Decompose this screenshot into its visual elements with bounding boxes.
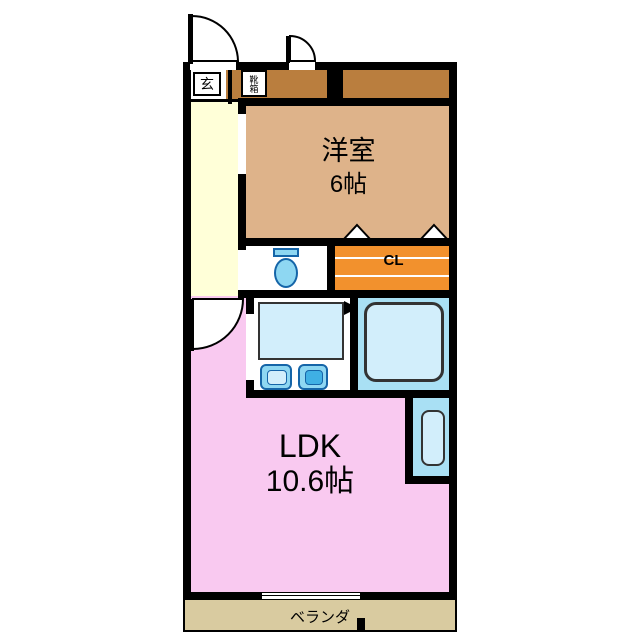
corridor-door-leaf xyxy=(189,299,194,351)
interior-door-leaf xyxy=(286,36,290,63)
veranda-divider xyxy=(357,618,365,632)
entrance-doorway xyxy=(190,62,236,70)
basin-left-icon xyxy=(260,364,292,390)
washroom-counter-icon xyxy=(258,302,344,360)
ldk-label: LDK 10.6帖 xyxy=(195,428,425,499)
wall-left xyxy=(183,62,191,600)
window xyxy=(262,592,360,600)
wall-wash-bath-bottom xyxy=(246,390,457,398)
entrance-door-arc xyxy=(191,14,240,62)
toilet-doorway xyxy=(238,250,246,290)
wall-right xyxy=(449,62,457,600)
veranda-label: ベランダ xyxy=(289,609,350,626)
wall-top xyxy=(183,62,457,70)
western-room-area xyxy=(243,100,454,244)
toilet-bowl-icon xyxy=(274,258,298,288)
western-room-label: 洋室 6帖 xyxy=(243,134,454,200)
western-room-name: 洋室 xyxy=(321,136,376,166)
interior-doorway-top xyxy=(289,62,315,70)
kitchen-corridor-area xyxy=(186,100,244,300)
entrance-door-leaf xyxy=(188,14,193,64)
genkan-step-line xyxy=(186,99,238,102)
basin-left-inner xyxy=(267,370,287,385)
wall-mid-bottom xyxy=(238,290,457,298)
wall-inner-left xyxy=(238,98,246,298)
ldk-size: 10.6帖 xyxy=(265,464,355,498)
genkan-label-box: 玄 xyxy=(193,72,221,96)
western-room-size: 6帖 xyxy=(329,171,368,199)
western-room-doorway xyxy=(238,114,246,174)
wall-column-bottom xyxy=(405,476,457,484)
wall-genkan-divider xyxy=(228,62,232,104)
interior-door-arc xyxy=(289,34,317,62)
wall-western-bottom xyxy=(238,238,457,246)
wall-top-chunk xyxy=(327,62,343,106)
ldk-name: LDK xyxy=(278,428,342,464)
closet-label: CL xyxy=(383,252,404,269)
shoebox-label: 靴箱 xyxy=(248,74,259,93)
basin-right-icon xyxy=(298,364,328,390)
water-heater-icon xyxy=(421,410,445,466)
wall-hall-bottom xyxy=(238,98,457,106)
genkan-label: 玄 xyxy=(200,76,214,92)
wall-toilet-right xyxy=(327,238,335,298)
wall-wash-bath-divider xyxy=(350,290,358,398)
washroom-doorway xyxy=(246,314,254,380)
basin-right-inner xyxy=(305,370,323,385)
shoebox-label-box: 靴箱 xyxy=(241,70,267,97)
toilet-icon xyxy=(273,248,299,257)
bathtub-icon xyxy=(364,302,444,382)
wall-column-left xyxy=(405,392,413,484)
closet-area xyxy=(333,242,454,294)
